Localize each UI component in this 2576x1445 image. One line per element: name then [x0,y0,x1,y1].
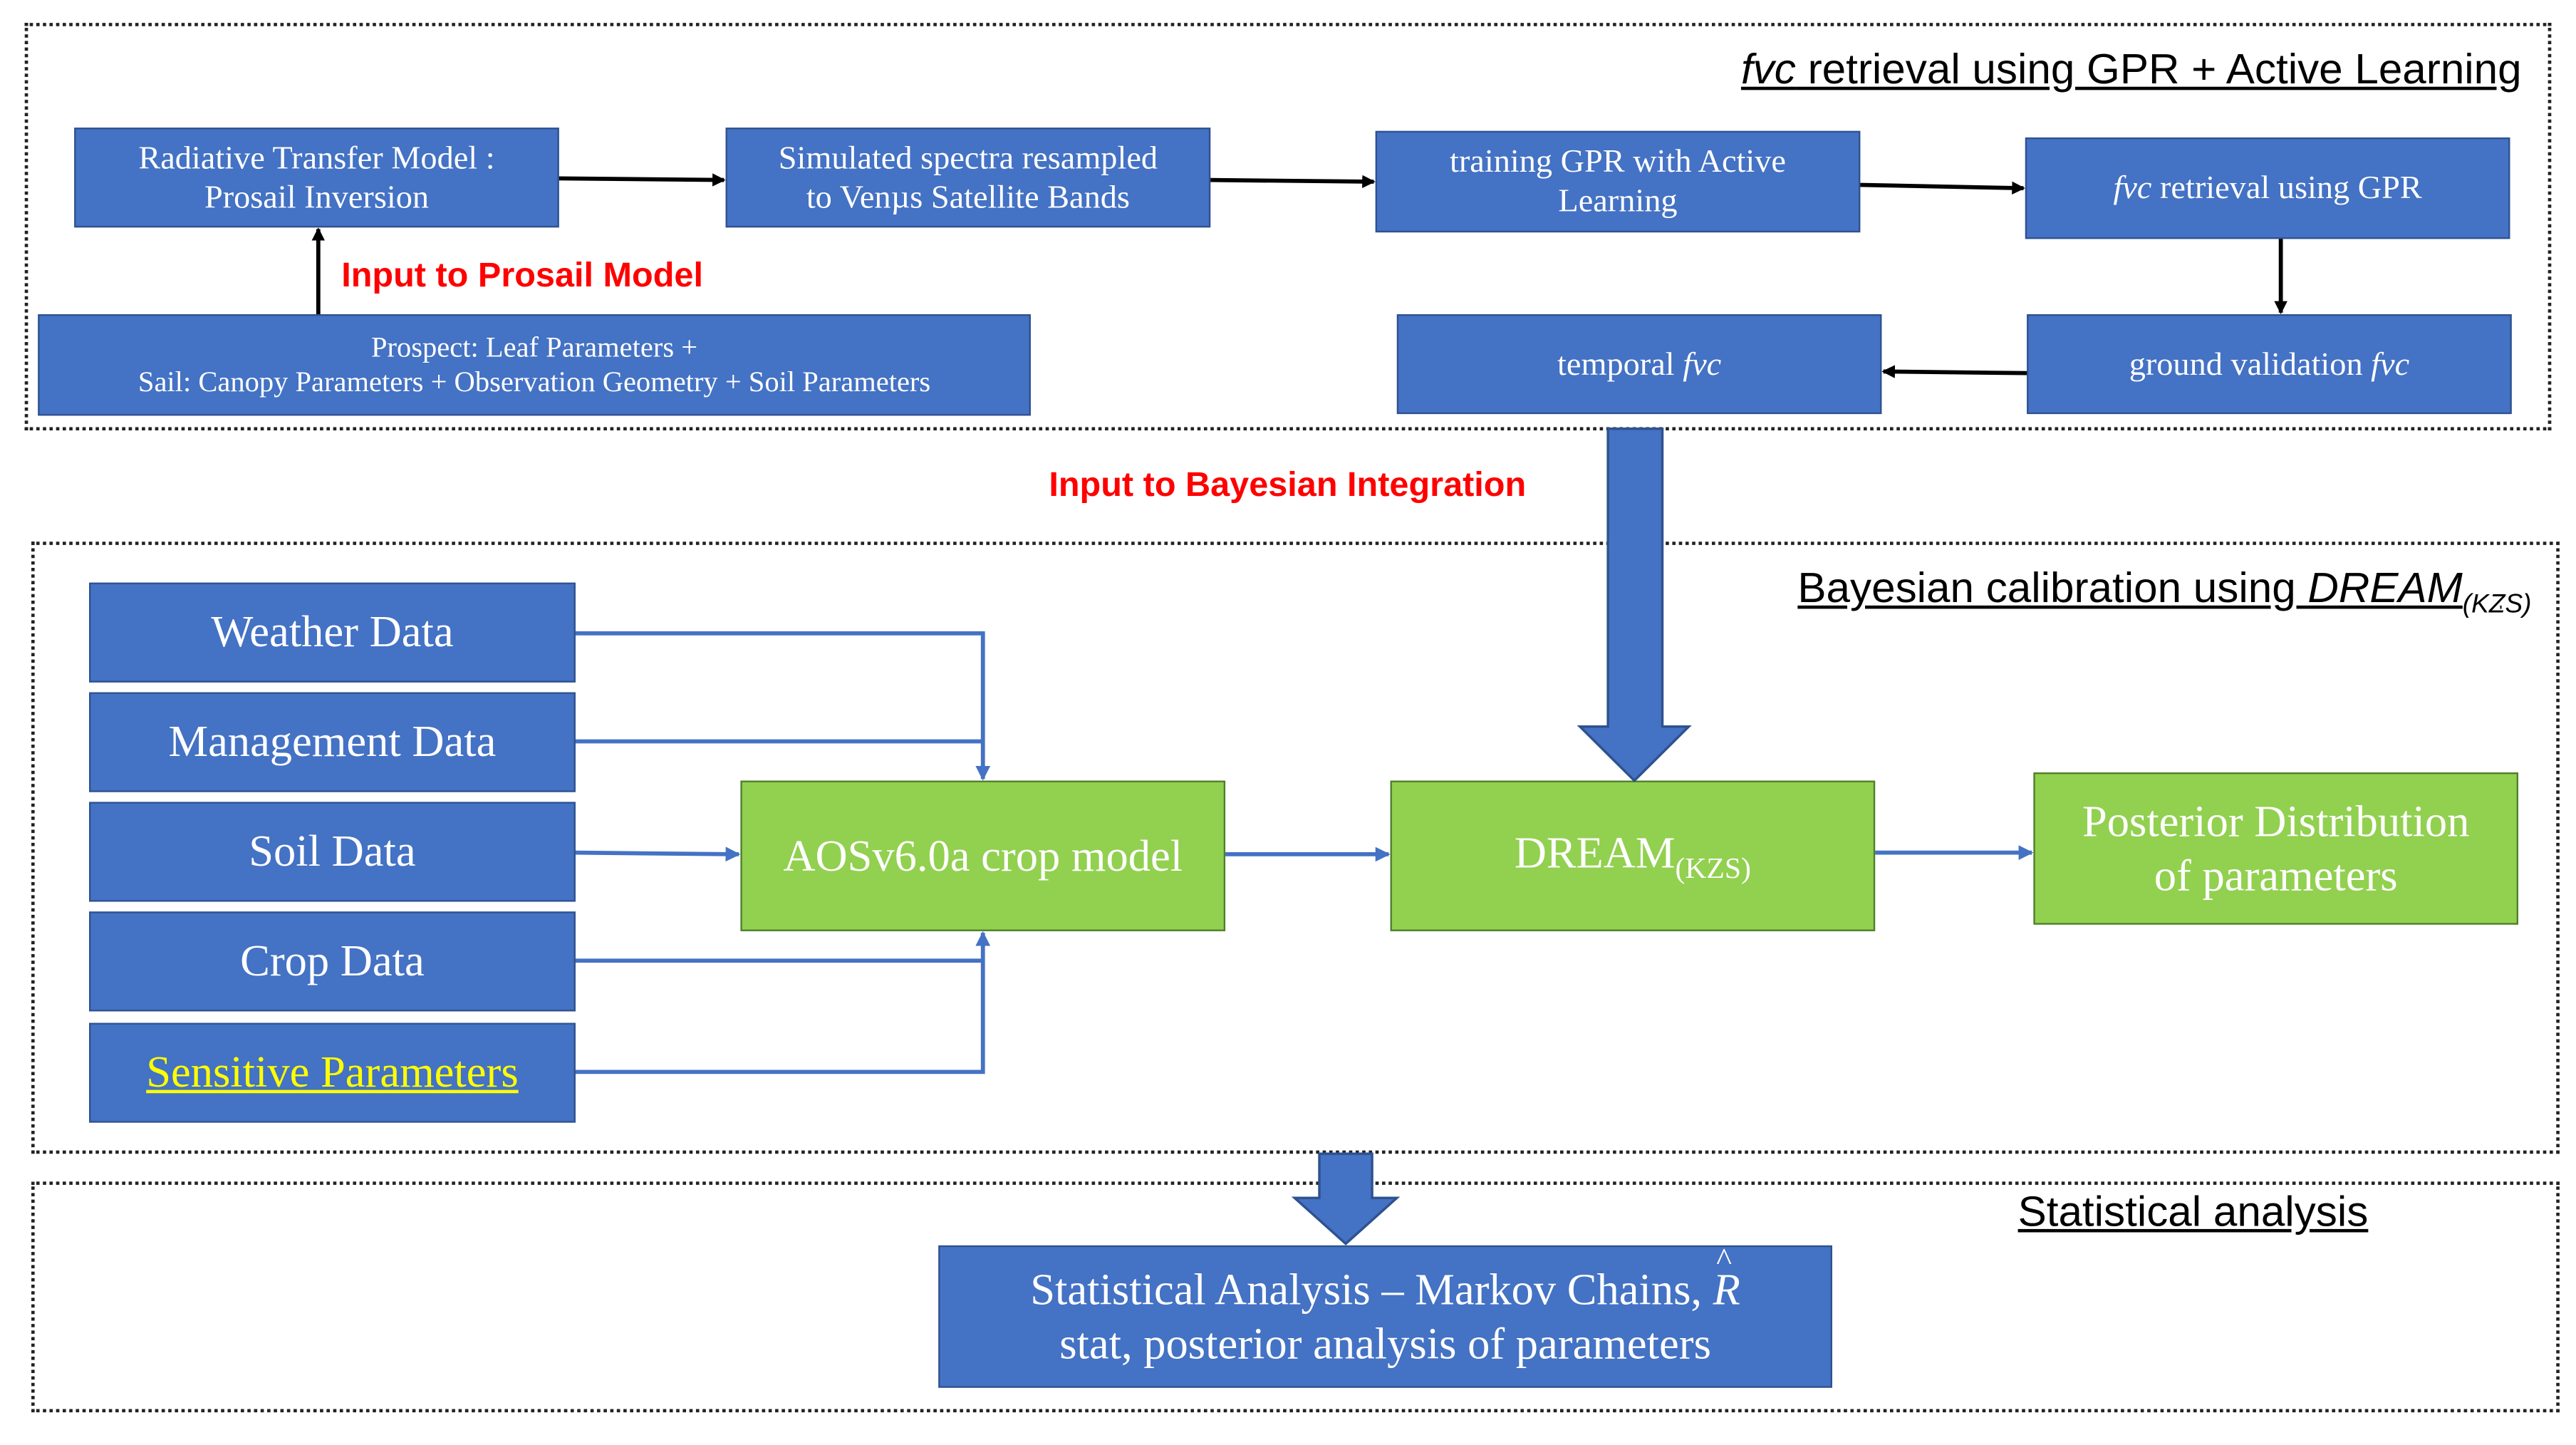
arrow-spectra-to-training [1210,175,1376,188]
fvc-retrieval-box: fvc retrieval using GPR [2025,137,2510,239]
crop-data-box: Crop Data [89,911,576,1012]
panel-statistical-analysis [31,1181,2560,1413]
statistical-analysis-box: Statistical Analysis – Markov Chains, Rs… [938,1241,1832,1388]
panel-title-bayesian: Bayesian calibration using DREAM(KZS) [1797,563,2532,619]
input-to-prosail-label: Input to Prosail Model [341,257,703,295]
sensitive-parameters-link: Sensitive Parameters [146,1047,519,1097]
weather-data-box: Weather Data [89,582,576,683]
panel-title-fvc-retrieval: fvc retrieval using GPR + Active Learnin… [1740,44,2522,93]
dream-kzs-box: DREAM(KZS) [1390,780,1876,931]
input-to-bayesian-label: Input to Bayesian Integration [1049,466,1527,504]
temporal-fvc-box: temporal fvc [1396,314,1882,415]
panel-bayesian-calibration [31,542,2560,1154]
arrow-rtm-to-spectra [559,173,726,187]
sensitive-parameters-box: Sensitive Parameters [89,1022,576,1123]
connector-weather [575,631,991,781]
connector-soil [575,846,741,862]
connector-sensitive [575,931,991,1074]
management-data-box: Management Data [89,692,576,792]
aos-crop-model-box: AOSv6.0a crop model [740,780,1226,931]
ground-validation-box: ground validation fvc [2027,314,2512,415]
block-arrow-to-dream [1577,428,1692,783]
panel-fvc-retrieval [24,23,2552,431]
panel-title-statistical: Statistical analysis [2017,1186,2369,1236]
block-arrow-to-stats [1291,1152,1401,1245]
arrow-ground-to-temporal [1881,365,2027,378]
arrow-training-to-retrieval [1860,181,2025,195]
soil-data-box: Soil Data [89,802,576,902]
prospect-sail-box: Prospect: Leaf Parameters +Sail: Canopy … [38,314,1031,416]
rtm-box: Radiative Transfer Model :Prosail Invers… [74,128,559,228]
blue-connectors [575,631,2034,1074]
r-hat-symbol: R [1713,1241,1740,1316]
black-arrows [311,173,2287,378]
